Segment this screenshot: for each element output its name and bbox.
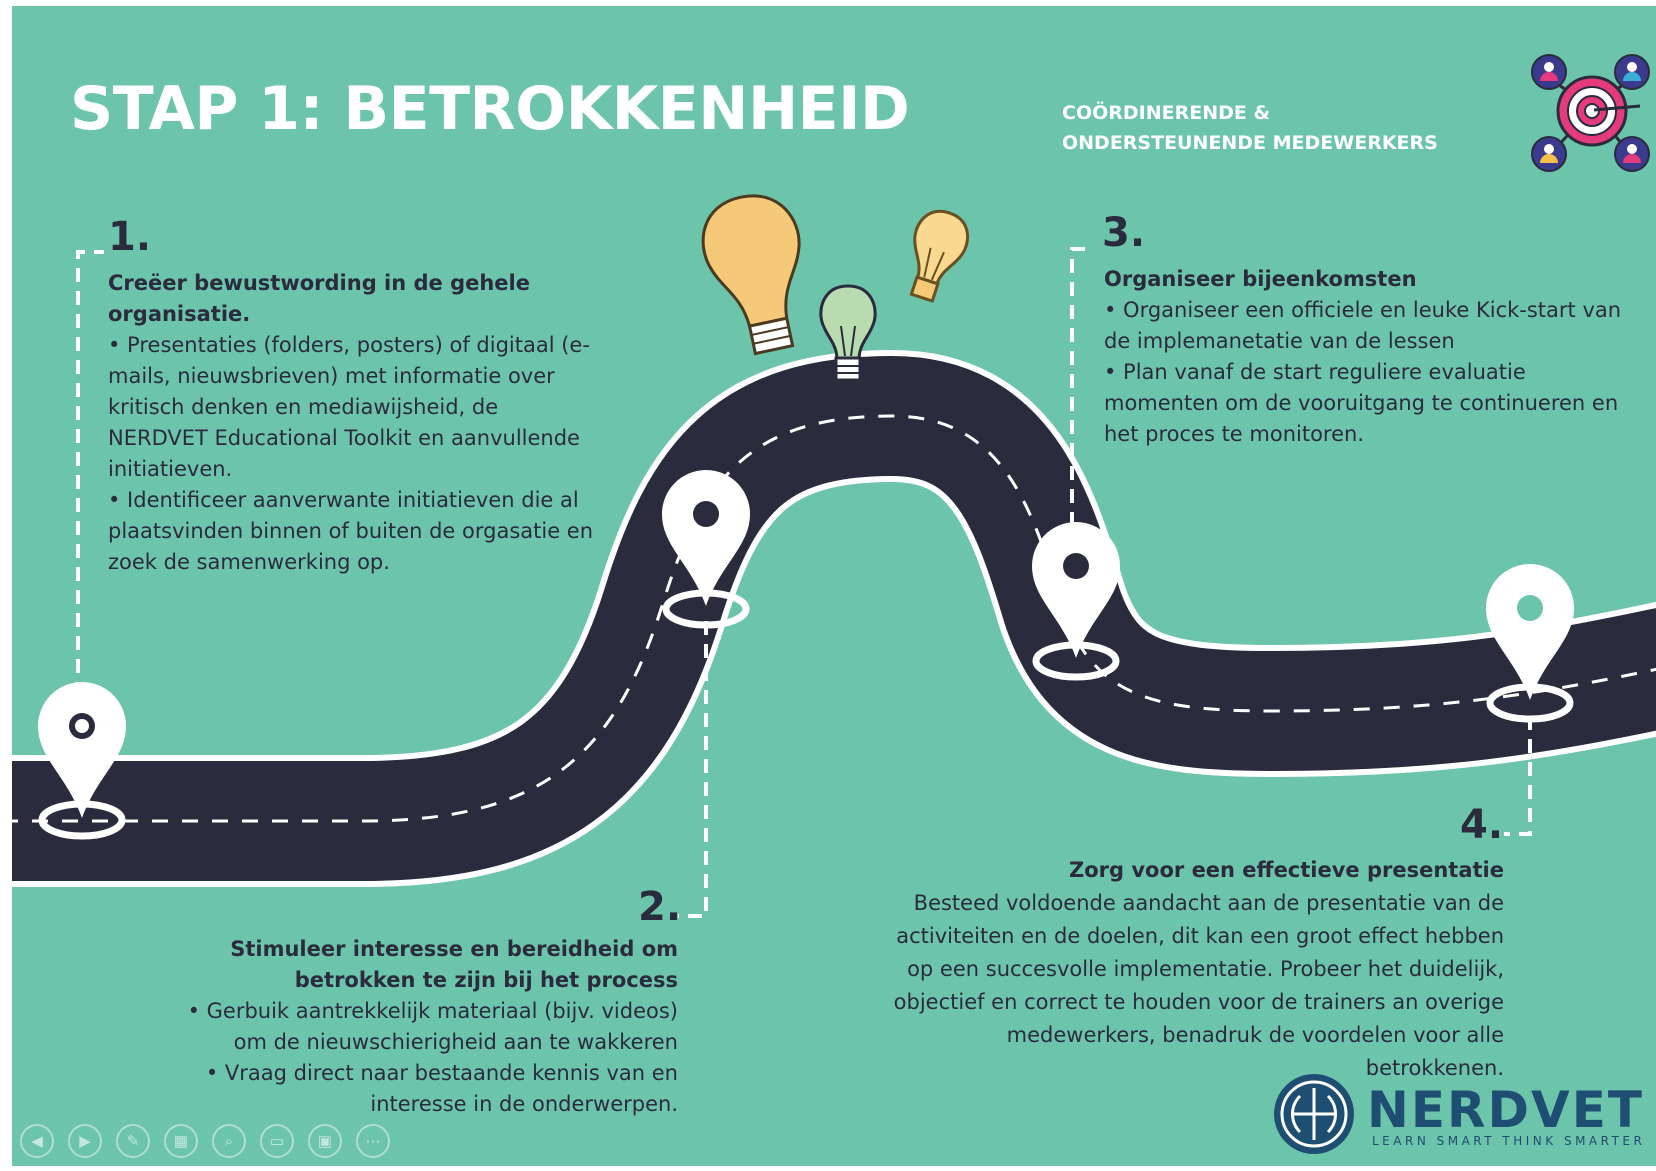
step-line: • Gerbuik aantrekkelijk materiaal (bijv.… — [187, 999, 678, 1023]
subtitles-icon: ▭ — [269, 1133, 285, 1150]
chevron-left-icon: ◀ — [31, 1133, 43, 1150]
camera-icon: ▣ — [317, 1133, 333, 1150]
step-line: initiatieven. — [108, 457, 233, 481]
step-number-4: 4. — [1460, 802, 1504, 848]
step-line: plaatsvinden binnen of buiten de orgasat… — [108, 519, 594, 543]
step-line: momenten om de vooruitgang te continuere… — [1104, 391, 1619, 415]
pen-tool-button[interactable]: ✎ — [116, 1124, 150, 1158]
step-2-text: Stimuleer interesse en bereidheid om bet… — [162, 934, 678, 1120]
step-heading: Zorg voor een effectieve presentatie — [1069, 858, 1504, 882]
step-line: medewerkers, benadruk de voordelen voor … — [1006, 1023, 1504, 1047]
lightbulb-icon — [819, 284, 877, 382]
map-pin-icon — [1032, 522, 1120, 681]
step-number-3: 3. — [1102, 210, 1146, 256]
step-3-text: Organiseer bijeenkomsten • Organiseer ee… — [1104, 264, 1644, 450]
connector-step-4 — [1504, 716, 1532, 836]
step-connectors — [76, 247, 1532, 918]
pen-icon: ✎ — [126, 1133, 140, 1150]
step-heading: betrokken te zijn bij het process — [294, 968, 678, 992]
step-line: op een succesvolle implementatie. Probee… — [907, 957, 1504, 981]
map-pin-icon — [1486, 564, 1574, 723]
lightbulb-icon — [909, 209, 970, 303]
step-line: objectief en correct te houden voor de t… — [893, 990, 1504, 1014]
more-options-button[interactable]: ⋯ — [356, 1124, 390, 1158]
step-line: Besteed voldoende aandacht aan de presen… — [913, 891, 1504, 915]
step-line: zoek de samenwerking op. — [108, 550, 390, 574]
see-all-slides-button[interactable]: ▦ — [164, 1124, 198, 1158]
road-illustration — [12, 54, 1656, 1154]
step-line: • Identificeer aanverwante initiatieven … — [108, 488, 579, 512]
magnifier-icon: ⌕ — [224, 1132, 234, 1150]
step-line: betrokkenen. — [1365, 1056, 1504, 1080]
camera-button[interactable]: ▣ — [308, 1124, 342, 1158]
step-line: kritisch denken en mediawijsheid, de — [108, 395, 499, 419]
connector-step-1 — [76, 250, 104, 696]
step-4-text: Zorg voor een effectieve presentatie Bes… — [832, 854, 1504, 1085]
target-people-icon — [1531, 54, 1650, 172]
step-heading: Organiseer bijeenkomsten — [1104, 267, 1417, 291]
step-line: de implemanetatie van de lessen — [1104, 329, 1455, 353]
step-line: het proces te monitoren. — [1104, 422, 1365, 446]
slide-title: STAP 1: BETROKKENHEID — [70, 74, 910, 144]
step-1-text: Creëer bewustwording in de gehele organi… — [108, 268, 628, 578]
map-pin-icon — [38, 682, 126, 840]
map-pin-icon — [662, 470, 750, 629]
nerdvet-logo-text: NERDVET — [1367, 1081, 1644, 1139]
step-heading: Stimuleer interesse en bereidheid om — [230, 937, 678, 961]
step-number-2: 2. — [638, 884, 682, 930]
chevron-right-icon: ▶ — [79, 1133, 91, 1150]
step-line: • Plan vanaf de start reguliere evaluati… — [1104, 360, 1526, 384]
next-slide-button[interactable]: ▶ — [68, 1124, 102, 1158]
subtitle-line: ONDERSTEUNENDE MEDEWERKERS — [1062, 132, 1438, 154]
slideshow-toolbar: ◀ ▶ ✎ ▦ ⌕ ▭ ▣ ⋯ — [20, 1124, 390, 1158]
connector-step-2 — [678, 621, 708, 918]
audience-subtitle: COÖRDINERENDE & ONDERSTEUNENDE MEDEWERKE… — [1062, 98, 1438, 158]
zoom-button[interactable]: ⌕ — [212, 1124, 246, 1158]
step-heading: organisatie. — [108, 302, 251, 326]
subtitle-line: COÖRDINERENDE & — [1062, 102, 1271, 124]
nerdvet-logo-mark — [1274, 1074, 1354, 1154]
step-line: interesse in de onderwerpen. — [370, 1092, 678, 1116]
step-line: om de nieuwschierigheid aan te wakkeren — [233, 1030, 678, 1054]
step-heading: Creëer bewustwording in de gehele — [108, 271, 530, 295]
step-line: activiteiten en de doelen, dit kan een g… — [896, 924, 1504, 948]
previous-slide-button[interactable]: ◀ — [20, 1124, 54, 1158]
nerdvet-tagline: LEARN SMART THINK SMARTER — [1372, 1134, 1646, 1148]
more-icon: ⋯ — [365, 1133, 381, 1150]
slide-canvas: STAP 1: BETROKKENHEID COÖRDINERENDE & ON… — [12, 6, 1656, 1166]
step-line: • Presentaties (folders, posters) of dig… — [108, 333, 590, 357]
connector-step-3 — [1070, 247, 1094, 526]
grid-icon: ▦ — [173, 1133, 189, 1150]
step-number-1: 1. — [108, 214, 152, 260]
step-line: mails, nieuwsbrieven) met informatie ove… — [108, 364, 555, 388]
step-line: • Vraag direct naar bestaande kennis van… — [205, 1061, 678, 1085]
step-line: • Organiseer een officiele en leuke Kick… — [1104, 298, 1622, 322]
subtitles-button[interactable]: ▭ — [260, 1124, 294, 1158]
lightbulb-icon — [701, 194, 801, 356]
step-line: NERDVET Educational Toolkit en aanvullen… — [108, 426, 580, 450]
road-center-line — [12, 414, 1656, 823]
